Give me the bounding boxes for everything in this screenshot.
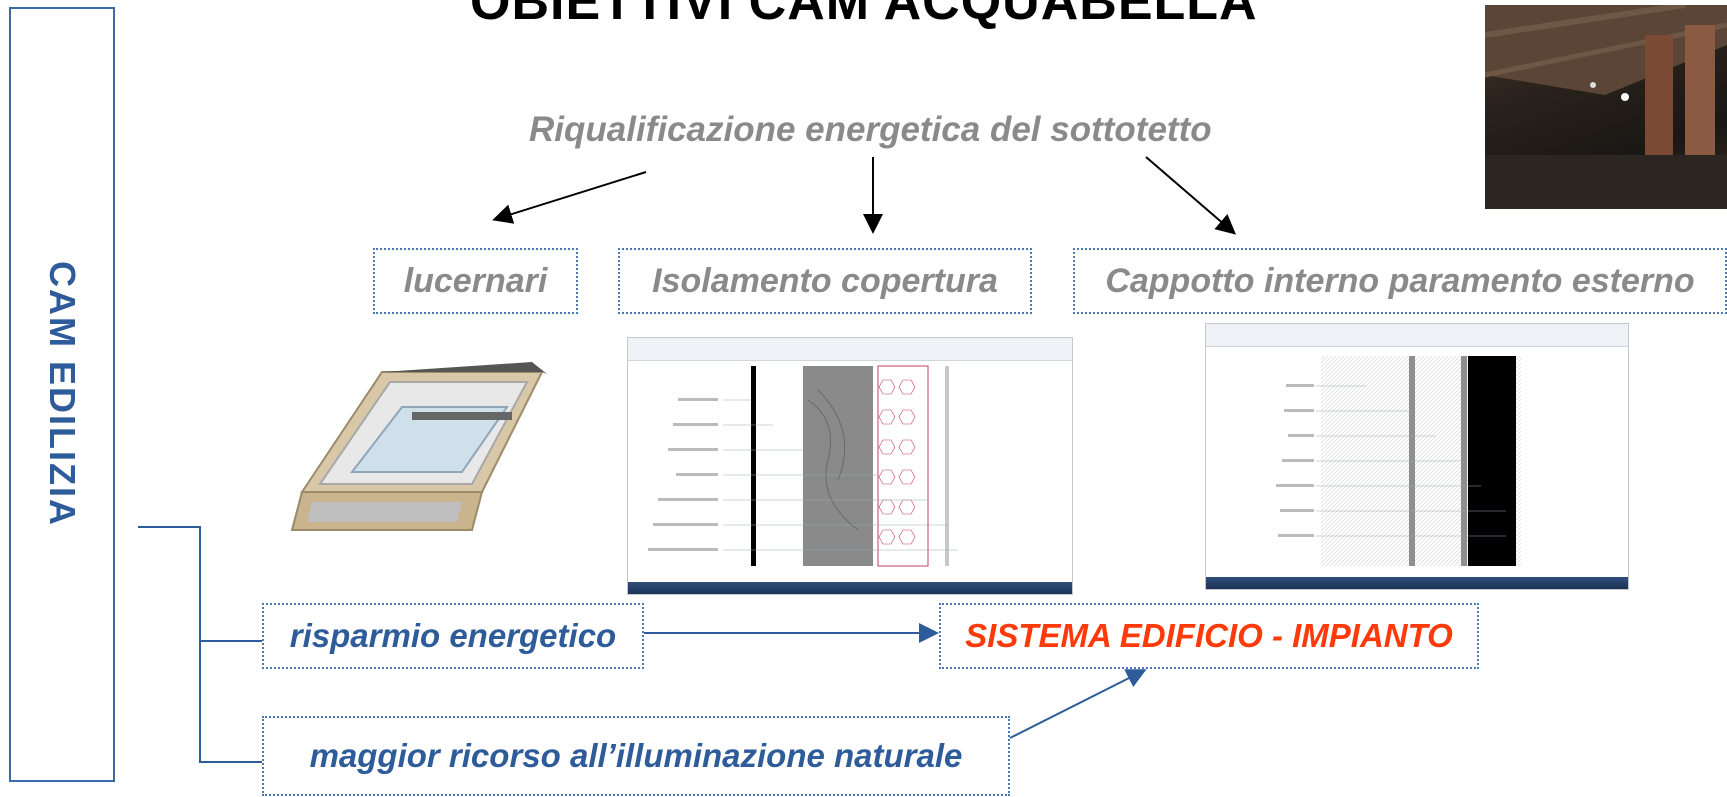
screenshot-toolbar-2 — [1206, 324, 1628, 347]
bracket-connector — [138, 526, 262, 763]
roof-stratigraphy-screenshot — [627, 337, 1073, 595]
sidebar-frame — [9, 7, 115, 782]
attic-photo-icon — [1485, 5, 1727, 209]
attic-photo — [1485, 5, 1727, 209]
screenshot-toolbar — [628, 338, 1072, 361]
isolamento-box: Isolamento copertura — [618, 248, 1032, 314]
skylight-window-icon — [290, 362, 547, 531]
arrow-to-cappotto — [1145, 156, 1237, 235]
wall-stratigraphy-screenshot — [1205, 323, 1629, 590]
risparmio-box: risparmio energetico — [262, 603, 644, 669]
sistema-box: SISTEMA EDIFICIO - IMPIANTO — [939, 603, 1479, 669]
screenshot-taskbar-2 — [1206, 577, 1628, 589]
slide-subtitle: Riqualificazione energetica del sottotet… — [529, 110, 1212, 149]
skylight-image — [290, 352, 550, 532]
roof-layers-diagram — [648, 365, 958, 567]
illuminazione-box: maggior ricorso all’illuminazione natura… — [262, 716, 1010, 796]
cappotto-box: Cappotto interno paramento esterno — [1073, 248, 1727, 314]
arrow-to-lucernari — [492, 171, 647, 224]
slide-title: OBIETTIVI CAM ACQUABELLA — [470, 0, 1258, 31]
wall-layers-diagram — [1276, 356, 1521, 566]
screenshot-taskbar — [628, 582, 1072, 594]
lucernari-box: lucernari — [373, 248, 578, 314]
arrow-illuminazione-sistema — [1009, 669, 1147, 739]
